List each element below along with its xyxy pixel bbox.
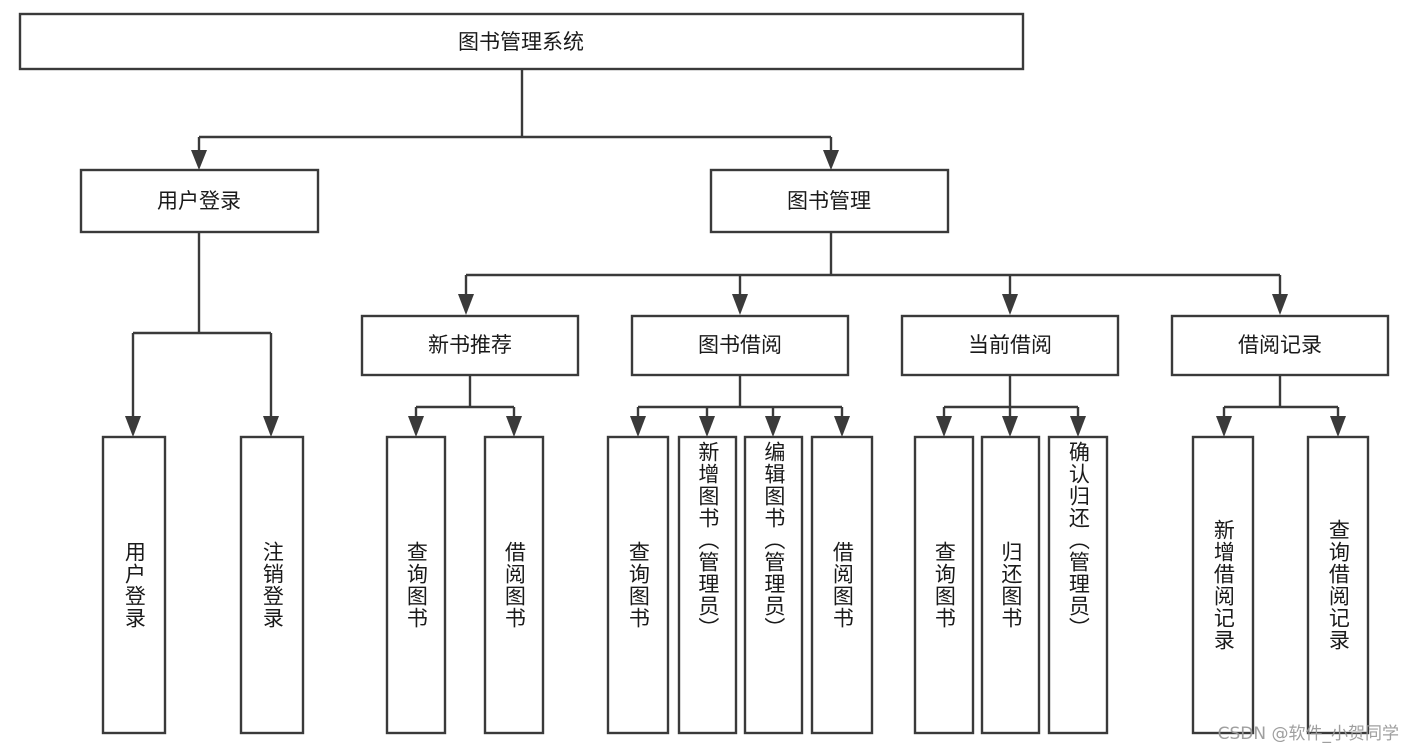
arrow-head-leaf-return-book — [1002, 416, 1018, 437]
node-book-borrow-box[interactable] — [630, 314, 850, 377]
node-new-book-rec[interactable]: 新书推荐 — [360, 314, 580, 377]
leaf-query-book-3-box[interactable] — [913, 435, 975, 735]
node-user-login[interactable]: 用户登录 — [79, 168, 320, 234]
leaf-add-book-box[interactable] — [677, 435, 738, 735]
node-root-label: 图书管理系统 — [458, 30, 584, 54]
arrow-head-leaf-edit-book — [765, 416, 781, 437]
arrow-head-leaf-add-book — [699, 416, 715, 437]
arrow-head-borrow-record — [1272, 294, 1288, 315]
arrow-head-leaf-logout-login — [263, 416, 279, 437]
arrow-head-leaf-query-record — [1330, 416, 1346, 437]
leaf-edit-book-box[interactable] — [743, 435, 804, 735]
leaf-logout-login-box[interactable] — [239, 435, 305, 735]
arrow-head-leaf-user-login — [125, 416, 141, 437]
node-user-login-label: 用户登录 — [157, 189, 241, 213]
arrow-head-leaf-query-book-2 — [630, 416, 646, 437]
leaf-add-record-box[interactable] — [1191, 435, 1255, 735]
arrow-head-new-book-rec — [458, 294, 474, 315]
node-new-book-rec-box[interactable] — [360, 314, 580, 377]
node-current-borrow[interactable]: 当前借阅 — [900, 314, 1120, 377]
csdn-watermark: CSDN @软件_小贺同学 — [1217, 724, 1399, 744]
leaf-return-book-box[interactable] — [980, 435, 1041, 735]
leaf-borrow-book-1-box[interactable] — [483, 435, 545, 735]
arrow-head-current-borrow — [1002, 294, 1018, 315]
node-borrow-record-label: 借阅记录 — [1238, 333, 1322, 357]
leaf-borrow-book-2-box[interactable] — [810, 435, 874, 735]
node-root-box[interactable] — [18, 12, 1025, 71]
node-user-login-box[interactable] — [79, 168, 320, 234]
connector-group — [125, 69, 1346, 437]
node-borrow-record[interactable]: 借阅记录 — [1170, 314, 1390, 377]
node-book-manage-label: 图书管理 — [787, 189, 871, 213]
arrow-head-leaf-borrow-book-1 — [506, 416, 522, 437]
arrow-head-leaf-borrow-book-2 — [834, 416, 850, 437]
leaf-confirm-return-box[interactable] — [1047, 435, 1109, 735]
node-current-borrow-box[interactable] — [900, 314, 1120, 377]
node-book-borrow-label: 图书借阅 — [698, 333, 782, 357]
arrow-head-user-login — [191, 150, 207, 170]
node-current-borrow-label: 当前借阅 — [968, 333, 1052, 357]
node-new-book-rec-label: 新书推荐 — [428, 333, 512, 357]
node-borrow-record-box[interactable] — [1170, 314, 1390, 377]
leaf-query-record-box[interactable] — [1306, 435, 1370, 735]
leaf-query-book-1-box[interactable] — [385, 435, 447, 735]
node-root[interactable]: 图书管理系统 — [18, 12, 1025, 71]
leaf-boxes — [101, 435, 1370, 735]
arrow-head-leaf-add-record — [1216, 416, 1232, 437]
arrow-head-book-manage — [823, 150, 839, 170]
arrow-head-leaf-query-book-1 — [408, 416, 424, 437]
arrow-head-leaf-confirm-return — [1070, 416, 1086, 437]
leaf-query-book-2-box[interactable] — [606, 435, 670, 735]
leaf-user-login-box[interactable] — [101, 435, 167, 735]
node-book-manage-box[interactable] — [709, 168, 950, 234]
arrow-head-book-borrow — [732, 294, 748, 315]
node-book-borrow[interactable]: 图书借阅 — [630, 314, 850, 377]
arrow-head-leaf-query-book-3 — [936, 416, 952, 437]
node-book-manage[interactable]: 图书管理 — [709, 168, 950, 234]
